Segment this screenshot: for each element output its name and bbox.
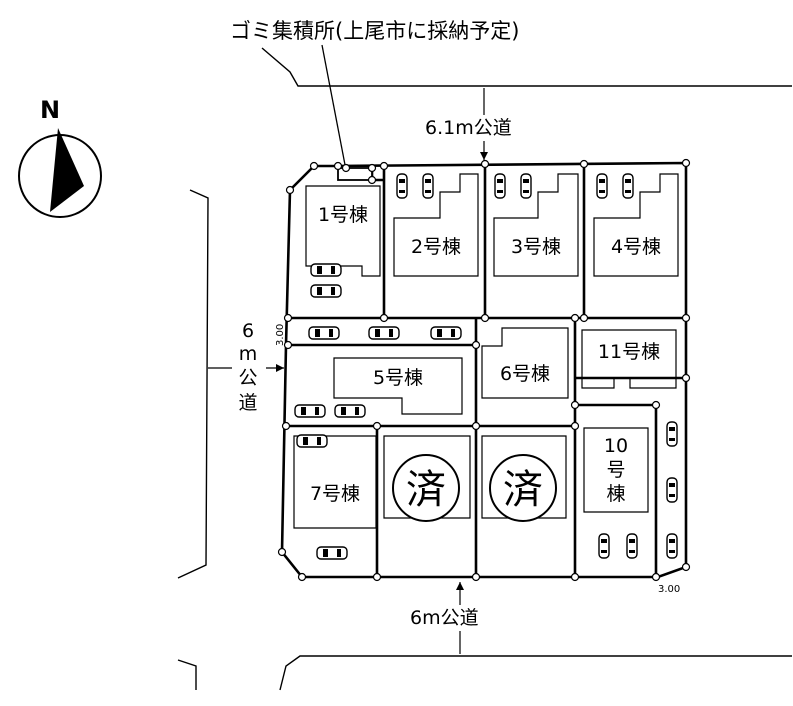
north-road: 6.1m公道 (261, 47, 792, 160)
right-setback-dimension: 3.00 (658, 584, 680, 595)
west-road-label-3: 公 (238, 367, 257, 389)
lot-3-label: 3号棟 (511, 236, 561, 258)
garbage-area-label: ゴミ集積所(上尾市に採納予定) (230, 19, 519, 43)
north-arrow-icon (50, 128, 84, 212)
sold-mark-lot-9: 済 (489, 454, 557, 522)
lot-10-label-3: 棟 (606, 483, 625, 505)
lot-lines (286, 164, 686, 577)
building-footprints (293, 173, 679, 529)
sold-mark-lot-8: 済 (392, 454, 460, 522)
lot-10-label-2: 号 (606, 459, 625, 481)
sold-mark-text: 済 (503, 467, 543, 513)
lot-5-label: 5号棟 (373, 367, 423, 389)
lot-1-label: 1号棟 (318, 204, 368, 226)
lot-7-label: 7号棟 (310, 483, 360, 505)
sold-mark-text: 済 (406, 467, 446, 513)
north-label: N (40, 96, 60, 124)
west-road: 6 m 公 道 (177, 189, 284, 579)
west-road-label-1: 6 (242, 320, 254, 342)
site-boundary (280, 161, 688, 579)
garbage-collection-point (337, 163, 377, 181)
west-road-label-2: m (239, 343, 258, 365)
west-road-label-4: 道 (238, 392, 257, 414)
north-compass: N (18, 96, 102, 218)
north-road-label: 6.1m公道 (425, 117, 512, 139)
south-road: 6m公道 (177, 582, 792, 691)
garbage-leader-line (321, 44, 347, 171)
left-setback-dimension: 3.00 (275, 324, 286, 346)
south-road-label: 6m公道 (410, 607, 479, 629)
lot-11-label: 11号棟 (598, 341, 660, 363)
lot-2-label: 2号棟 (411, 236, 461, 258)
lot-6-label: 6号棟 (500, 363, 550, 385)
lot-4-label: 4号棟 (611, 236, 661, 258)
lot-10-label-1: 10 (604, 435, 628, 457)
